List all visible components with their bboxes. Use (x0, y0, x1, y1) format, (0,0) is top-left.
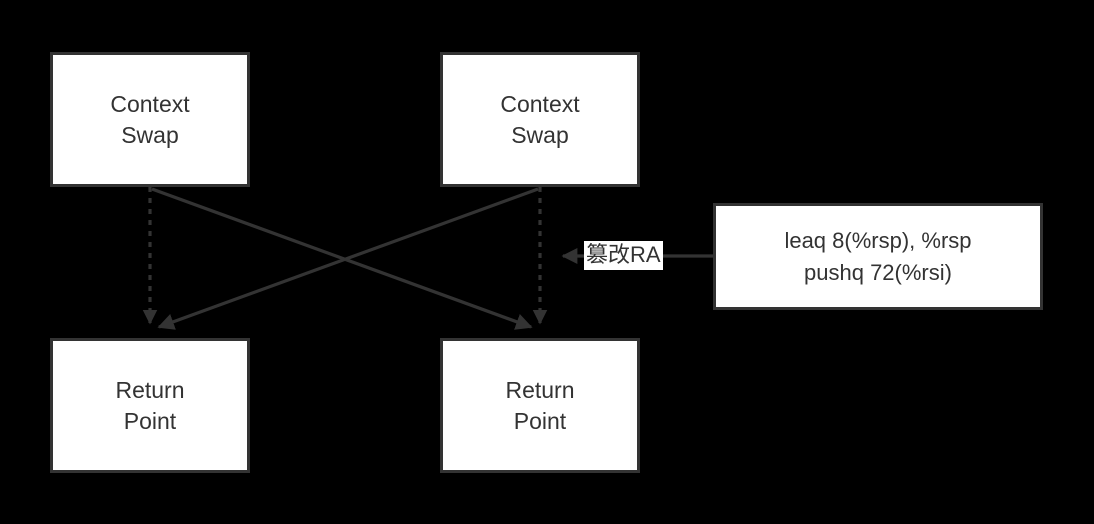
node-label: Return Point (505, 377, 575, 434)
node-context-swap-right[interactable]: Context Swap (440, 52, 640, 187)
node-label: Context Swap (500, 91, 580, 148)
node-code-box[interactable]: leaq 8(%rsp), %rsp pushq 72(%rsi) (713, 203, 1043, 310)
node-label: Return Point (115, 377, 185, 434)
node-return-point-right[interactable]: Return Point (440, 338, 640, 473)
node-context-swap-left[interactable]: Context Swap (50, 52, 250, 187)
code-snippet-label: leaq 8(%rsp), %rsp pushq 72(%rsi) (784, 228, 972, 285)
edge-cross-right-to-left (157, 187, 539, 330)
edge-cross-left-to-right (151, 187, 533, 330)
node-label: Context Swap (110, 91, 190, 148)
node-return-point-left[interactable]: Return Point (50, 338, 250, 473)
edge-label-tamper-ra: 篡改RA (584, 241, 663, 270)
